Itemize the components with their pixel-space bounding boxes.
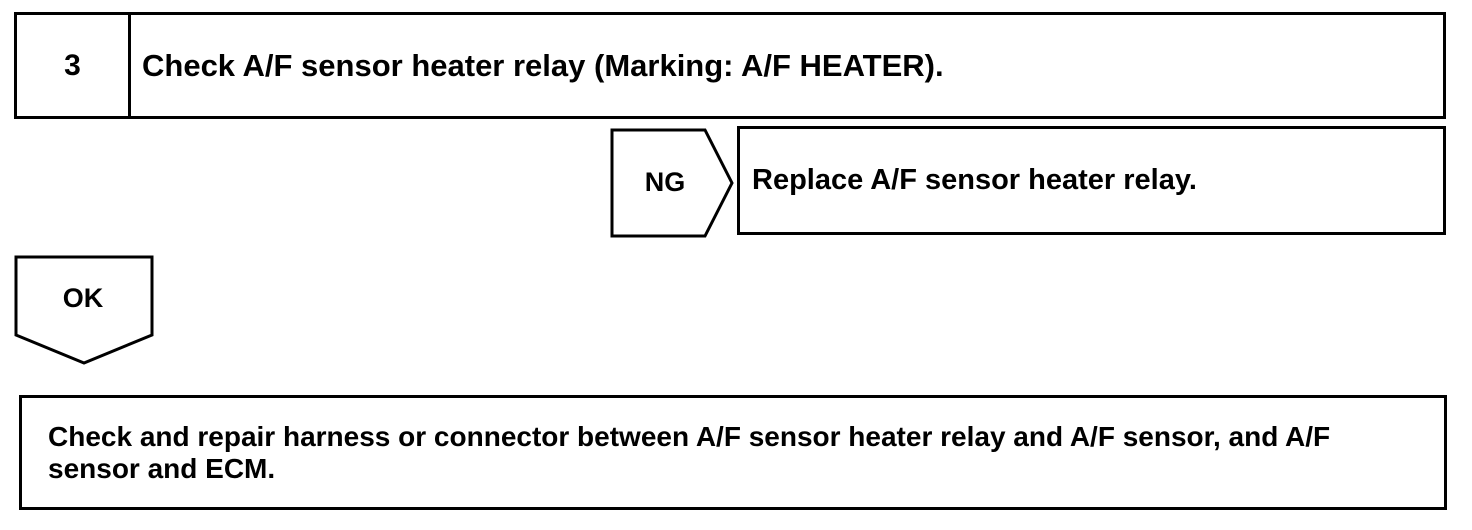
ok-action-text: Check and repair harness or connector be… [48,421,1331,484]
ng-action-text: Replace A/F sensor heater relay. [752,164,1197,196]
ng-action-box [737,126,1446,235]
ok-arrow-shape [14,255,154,365]
ok-label: OK [62,282,104,313]
ok-action-box [19,395,1447,510]
ng-label: NG [644,167,686,197]
step-box [14,12,1446,119]
step-title: Check A/F sensor heater relay (Marking: … [142,47,944,83]
step-number: 3 [64,48,81,82]
ng-arrow-shape [610,128,734,238]
step-number-cell [14,12,131,119]
